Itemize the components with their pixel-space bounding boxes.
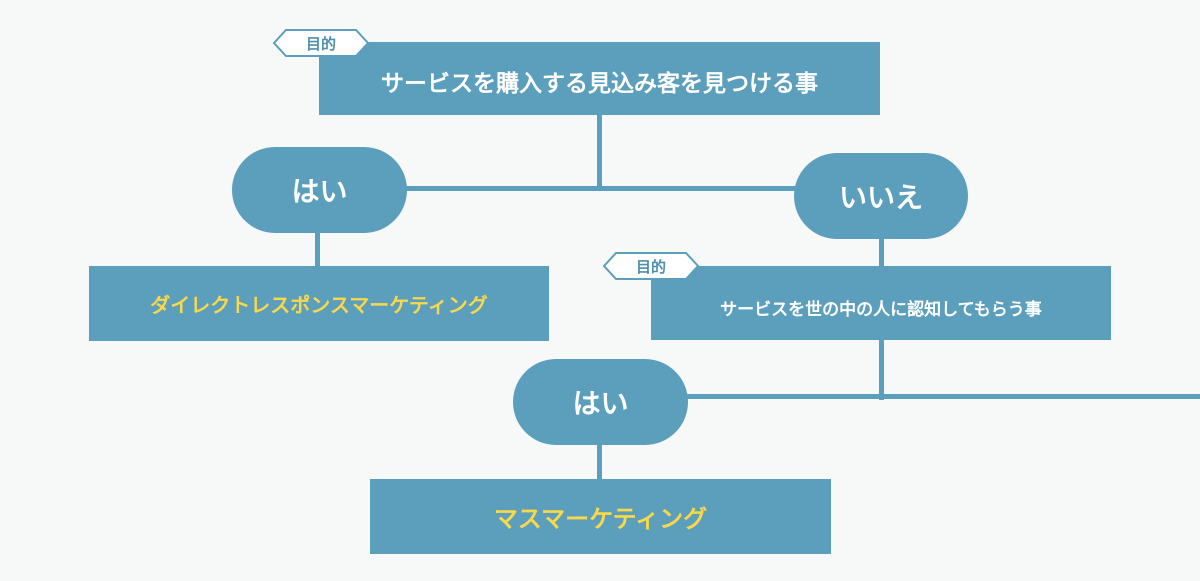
connector-horizontal-upper	[400, 186, 805, 191]
connector-right-goal-down	[879, 338, 884, 400]
top-goal-tag-text: 目的	[306, 35, 336, 53]
result-direct-response-box: ダイレクトレスポンスマーケティング	[89, 266, 549, 341]
connector-right-down	[879, 236, 884, 268]
right-goal-tag: 目的	[602, 252, 700, 280]
right-goal-text: サービスを世の中の人に認知してもらう事	[720, 299, 1042, 320]
answer-no-right: いいえ	[794, 153, 968, 239]
answer-yes-left-text: はい	[291, 175, 348, 208]
result-mass-marketing-text: マスマーケティング	[493, 505, 708, 533]
connector-horizontal-lower	[680, 394, 1200, 399]
top-goal-text: サービスを購入する見込み客を見つける事	[381, 70, 818, 97]
answer-yes-bottom: はい	[513, 359, 688, 445]
connector-left-down	[315, 228, 320, 268]
top-goal-box: サービスを購入する見込み客を見つける事	[319, 42, 880, 115]
result-mass-marketing-box: マスマーケティング	[370, 479, 831, 554]
connector-top-down	[597, 115, 602, 190]
top-goal-tag: 目的	[272, 29, 370, 57]
right-goal-tag-text: 目的	[636, 258, 666, 276]
right-goal-box: サービスを世の中の人に認知してもらう事	[651, 266, 1111, 340]
connector-bottom-down	[597, 442, 602, 482]
answer-yes-bottom-text: はい	[572, 387, 629, 420]
answer-no-right-text: いいえ	[838, 181, 923, 214]
answer-yes-left: はい	[232, 147, 407, 233]
result-direct-response-text: ダイレクトレスポンスマーケティング	[150, 293, 488, 317]
